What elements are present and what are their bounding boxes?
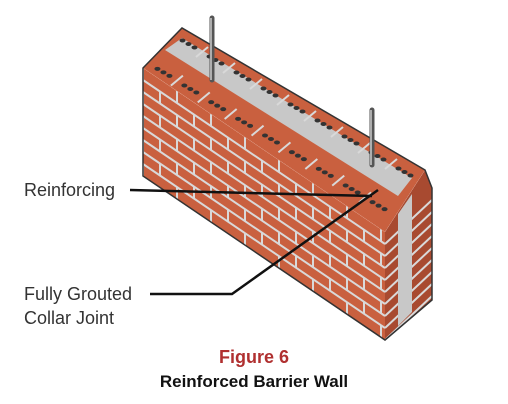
reinforcing-leader-line xyxy=(129,188,373,198)
reinforcing-label: Reinforcing xyxy=(24,180,116,200)
reinforcing-bars xyxy=(209,15,375,168)
figure-title: Reinforced Barrier Wall xyxy=(159,372,349,391)
wall-front-face xyxy=(143,68,385,340)
figure-number: Figure 6 xyxy=(218,347,289,367)
collar-joint-end xyxy=(398,194,412,326)
grouted-collar-joint-label-line2: Collar Joint xyxy=(24,308,115,328)
grouted-collar-joint-label-line1: Fully Grouted xyxy=(24,284,133,304)
grout-leader-line xyxy=(150,188,379,296)
wall-outline xyxy=(142,27,433,341)
collar-joint-top xyxy=(165,38,412,196)
